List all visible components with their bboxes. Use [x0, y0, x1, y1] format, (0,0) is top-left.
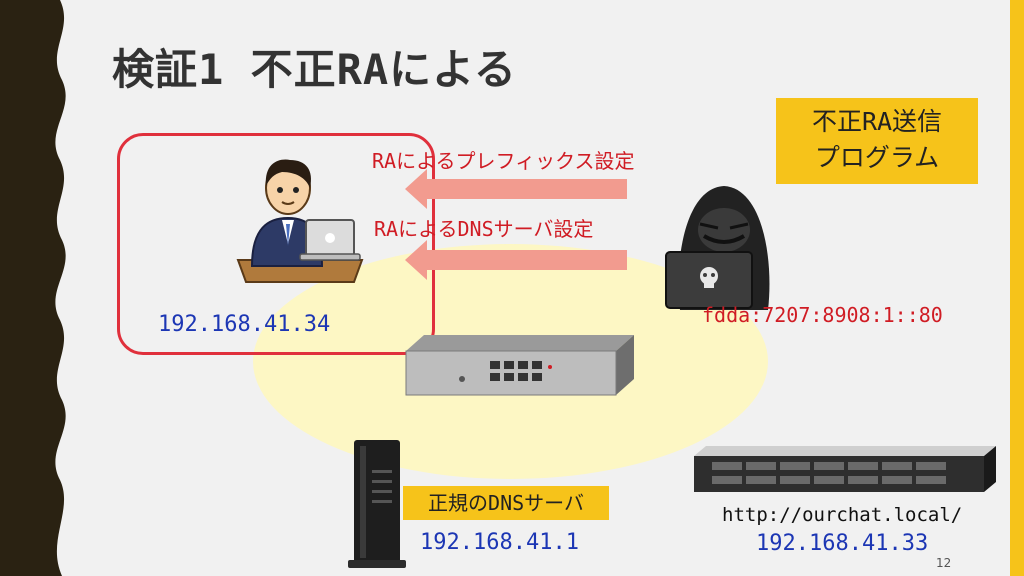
attacker-ipv6-label: fdda:7207:8908:1::80: [702, 303, 943, 327]
program-tag-line2: プログラム: [814, 143, 940, 172]
program-tag-line1: 不正RA送信: [811, 107, 943, 136]
victim-highlight-box: [117, 133, 435, 355]
dns-server-tag: 正規のDNSサーバ: [403, 486, 609, 520]
prefix-arrow-label: RAによるプレフィックス設定: [372, 149, 635, 173]
dns-router-icon: [348, 440, 406, 568]
dns-arrow-label: RAによるDNSサーバ設定: [374, 217, 594, 241]
web-server-icon: [694, 446, 996, 492]
right-accent-bar: [1010, 0, 1024, 576]
dns-setting-arrow: [405, 240, 627, 280]
web-server-url-label: http://ourchat.local/: [722, 504, 963, 526]
prefix-setting-arrow: [405, 169, 627, 209]
page-number: 12: [936, 556, 952, 570]
left-decorative-border: [0, 0, 66, 576]
rogue-ra-program-tag: 不正RA送信 プログラム: [776, 98, 978, 184]
web-server-ip-label: 192.168.41.33: [756, 531, 929, 556]
attacker-hacker-icon: [665, 186, 770, 310]
victim-ip-label: 192.168.41.34: [158, 312, 331, 337]
dns-server-ip-label: 192.168.41.1: [420, 530, 579, 555]
network-switch-icon: [405, 335, 634, 396]
page-title: 検証1 不正RAによる: [112, 45, 517, 94]
victim-user-icon: [236, 159, 364, 283]
